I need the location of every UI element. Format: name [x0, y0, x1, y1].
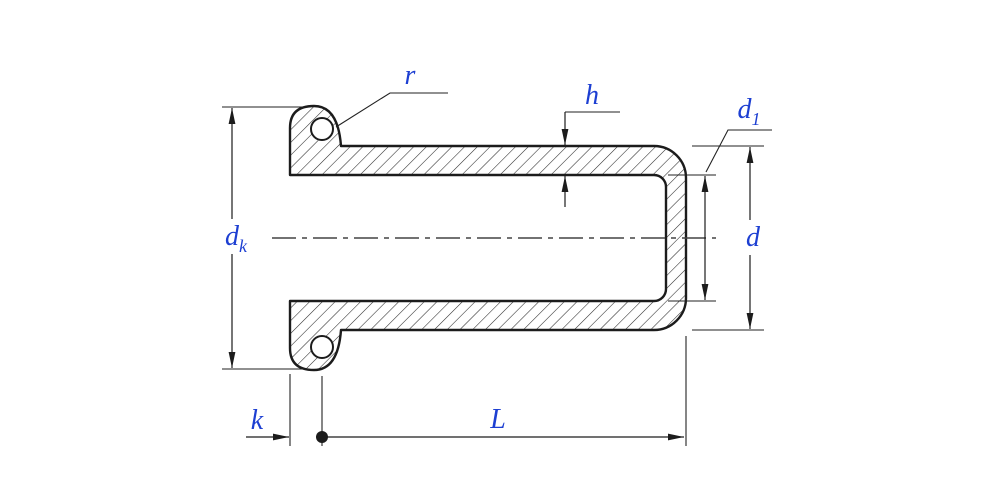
- head-curl-notch-bottom: [310, 335, 334, 359]
- dimension-label-d1: d1: [737, 94, 761, 129]
- head-curl-notch-top: [310, 117, 334, 141]
- leader-d1: [705, 129, 772, 173]
- label-L-text: L: [490, 404, 506, 435]
- label-dk-base: d: [225, 221, 239, 252]
- label-d1-sub: 1: [751, 109, 761, 129]
- label-k-text: k: [250, 405, 264, 436]
- label-dk-sub: k: [239, 236, 247, 256]
- dimension-label-r: r: [405, 62, 416, 90]
- label-h-text: h: [585, 80, 599, 111]
- dimension-label-k: k: [251, 407, 263, 435]
- dimension-label-dk: dk: [219, 219, 253, 255]
- l-dim-origin-dot: [316, 431, 328, 443]
- rivet-section-outline: [288, 104, 688, 372]
- label-d1-base: d: [737, 94, 752, 125]
- label-r-text: r: [404, 60, 416, 91]
- dimension-label-L: L: [490, 406, 506, 434]
- leader-r: [335, 92, 448, 128]
- label-dk-wrap: dk: [219, 219, 253, 256]
- label-d-text: d: [740, 220, 766, 255]
- dimension-label-d: d: [740, 220, 766, 255]
- extension-lines: [222, 106, 764, 446]
- dimension-label-h: h: [585, 82, 599, 110]
- leader-lines: [335, 92, 772, 173]
